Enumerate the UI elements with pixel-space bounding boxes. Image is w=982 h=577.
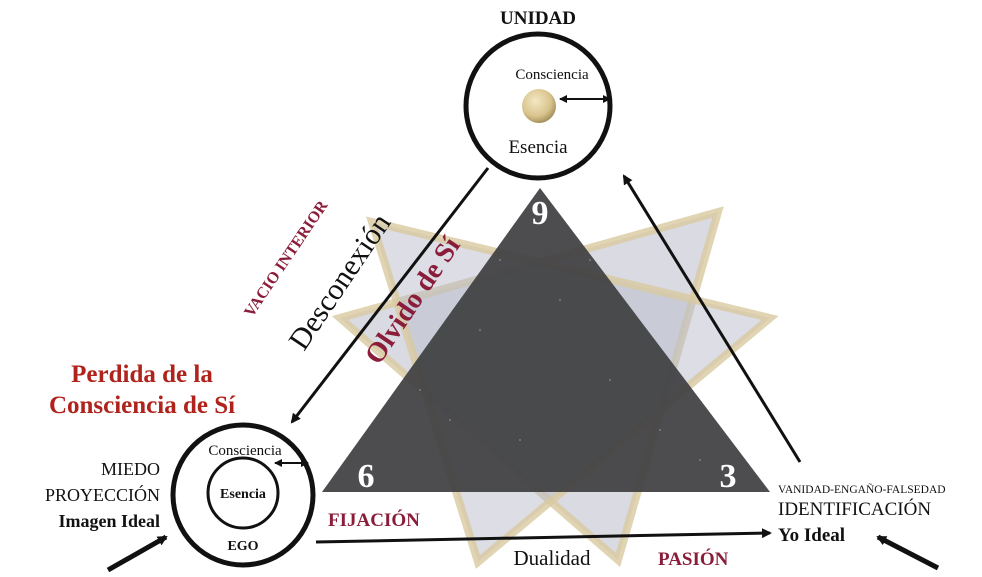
arrow-entry-left [106,534,168,573]
imagen-ideal-label: Imagen Ideal [58,511,160,531]
vanidad-label: VANIDAD-ENGAÑO-FALSEDAD [778,482,946,496]
fijacion-label: FIJACIÓN [328,509,420,531]
main-triangle [322,188,770,492]
ego-esencia-label: Esencia [220,487,266,502]
perdida-line2: Consciencia de Sí [49,392,236,419]
triangle-speckles [419,259,701,461]
top-esencia-label: Esencia [508,137,568,158]
arrow-top-to-ego [290,167,490,424]
pasion-label: PASIÓN [658,548,729,570]
vertex-9: 9 [532,195,549,232]
ego-consciencia-label: Consciencia [208,443,282,459]
unidad-title: UNIDAD [500,8,576,29]
arrow-right-to-top [622,174,802,463]
arrow-entry-right [876,534,940,571]
essence-orb [522,89,556,123]
perdida-line1: Perdida de la [71,361,213,388]
vertex-3: 3 [720,458,737,495]
vertex-6: 6 [358,458,375,495]
top-consciencia-label: Consciencia [515,67,589,83]
yo-ideal-label: Yo Ideal [778,525,845,546]
essence-inner-circle [206,456,280,530]
arrow-ego-to-right [315,528,772,544]
dualidad-label: Dualidad [514,546,591,570]
ego-label: EGO [227,539,258,554]
identificacion-label: IDENTIFICACIÓN [778,498,931,520]
proyeccion-label: PROYECCIÓN [45,484,160,505]
miedo-label: MIEDO [101,459,160,479]
